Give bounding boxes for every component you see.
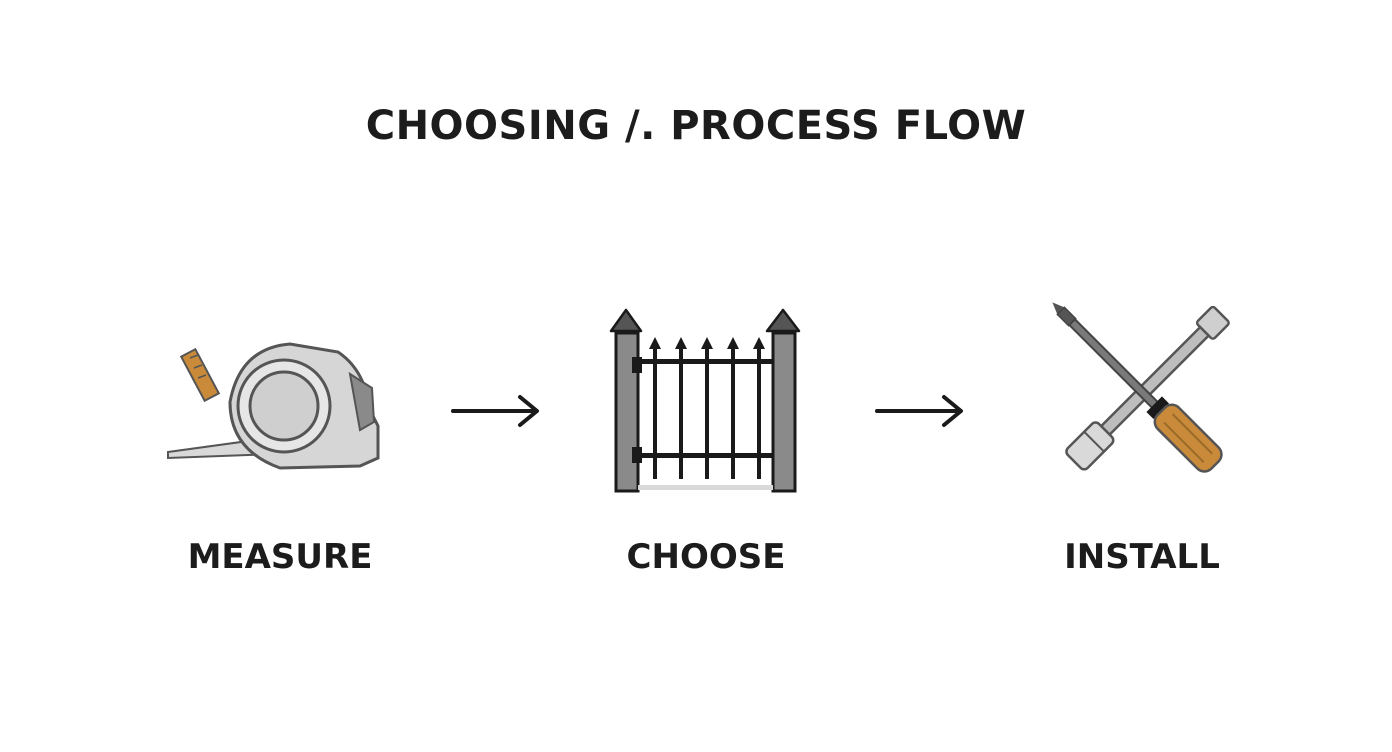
step-label-install: INSTALL (1064, 537, 1220, 577)
tape-measure-icon (167, 342, 380, 470)
tools-icon (1052, 302, 1230, 473)
fence-gate-icon (609, 308, 801, 493)
arrow-right-icon (451, 395, 539, 427)
step-label-choose: CHOOSE (626, 537, 786, 577)
diagram-title: CHOOSING /. PROCESS FLOW (365, 103, 1027, 149)
step-label-measure: MEASURE (187, 537, 373, 577)
arrow-right-icon (875, 395, 963, 427)
